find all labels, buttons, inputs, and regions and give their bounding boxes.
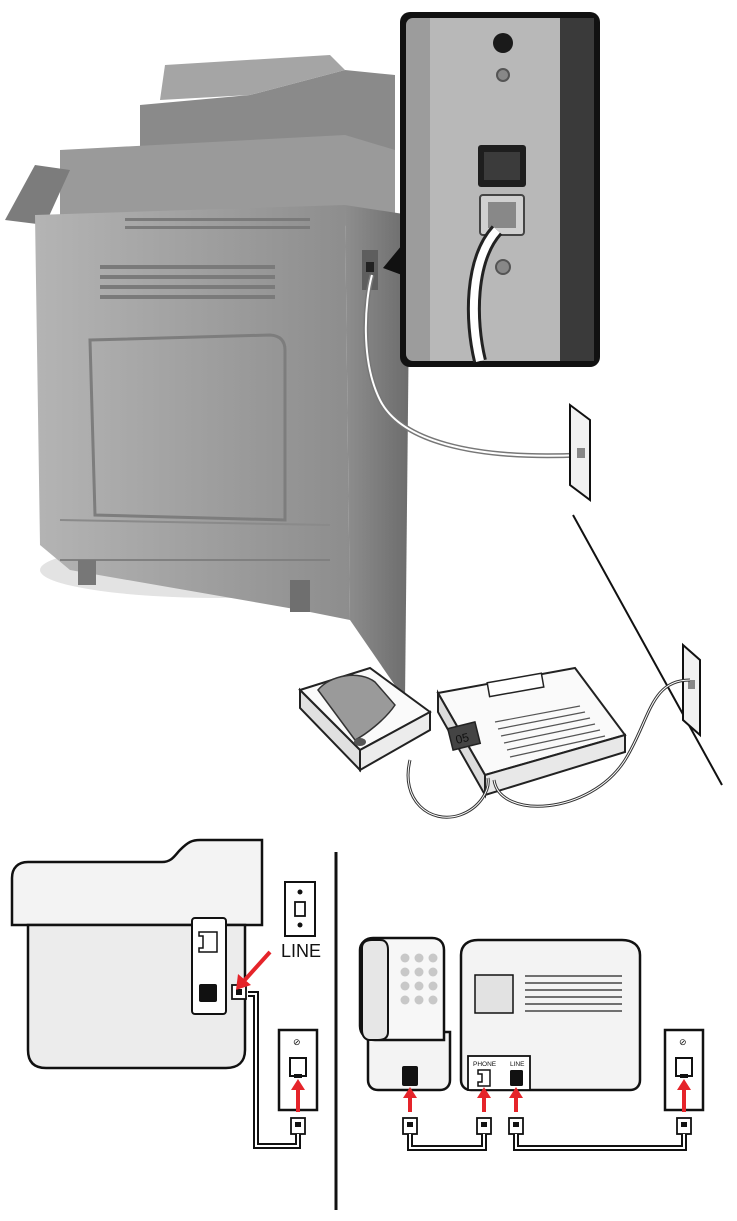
wall-jack-icon xyxy=(569,403,591,502)
rj11-plug-icon xyxy=(290,1117,306,1135)
telephone-icon xyxy=(358,936,452,1092)
printer-illustration xyxy=(5,55,410,700)
telephone-icon xyxy=(298,666,432,773)
counter-display: 05 xyxy=(454,730,471,747)
answering-machine-icon: PHONE LINE xyxy=(459,938,642,1092)
machine-phone-label: PHONE xyxy=(473,1061,497,1068)
machine-line-label: LINE xyxy=(510,1061,525,1068)
phone-to-machine-schematic-cable xyxy=(407,1134,487,1151)
svg-text:⊘: ⊘ xyxy=(293,1037,301,1047)
red-arrow-icon xyxy=(241,950,272,984)
svg-text:⊘: ⊘ xyxy=(679,1037,687,1047)
machine-to-wall-schematic-cable xyxy=(513,1134,687,1151)
red-arrow-icon xyxy=(403,1079,691,1112)
wall-line-label: LINE xyxy=(281,941,321,961)
wall-jack-icon: ⊘ xyxy=(663,1028,705,1112)
wall-jack-icon xyxy=(682,642,701,738)
mfp-printer-icon xyxy=(10,838,264,1070)
answering-machine-icon: 05 xyxy=(436,666,627,799)
wall-corner-line xyxy=(572,514,723,786)
port-zoom-callout xyxy=(383,12,600,367)
wall-jack-icon xyxy=(284,881,316,937)
rj11-plug-icon xyxy=(402,1117,692,1135)
